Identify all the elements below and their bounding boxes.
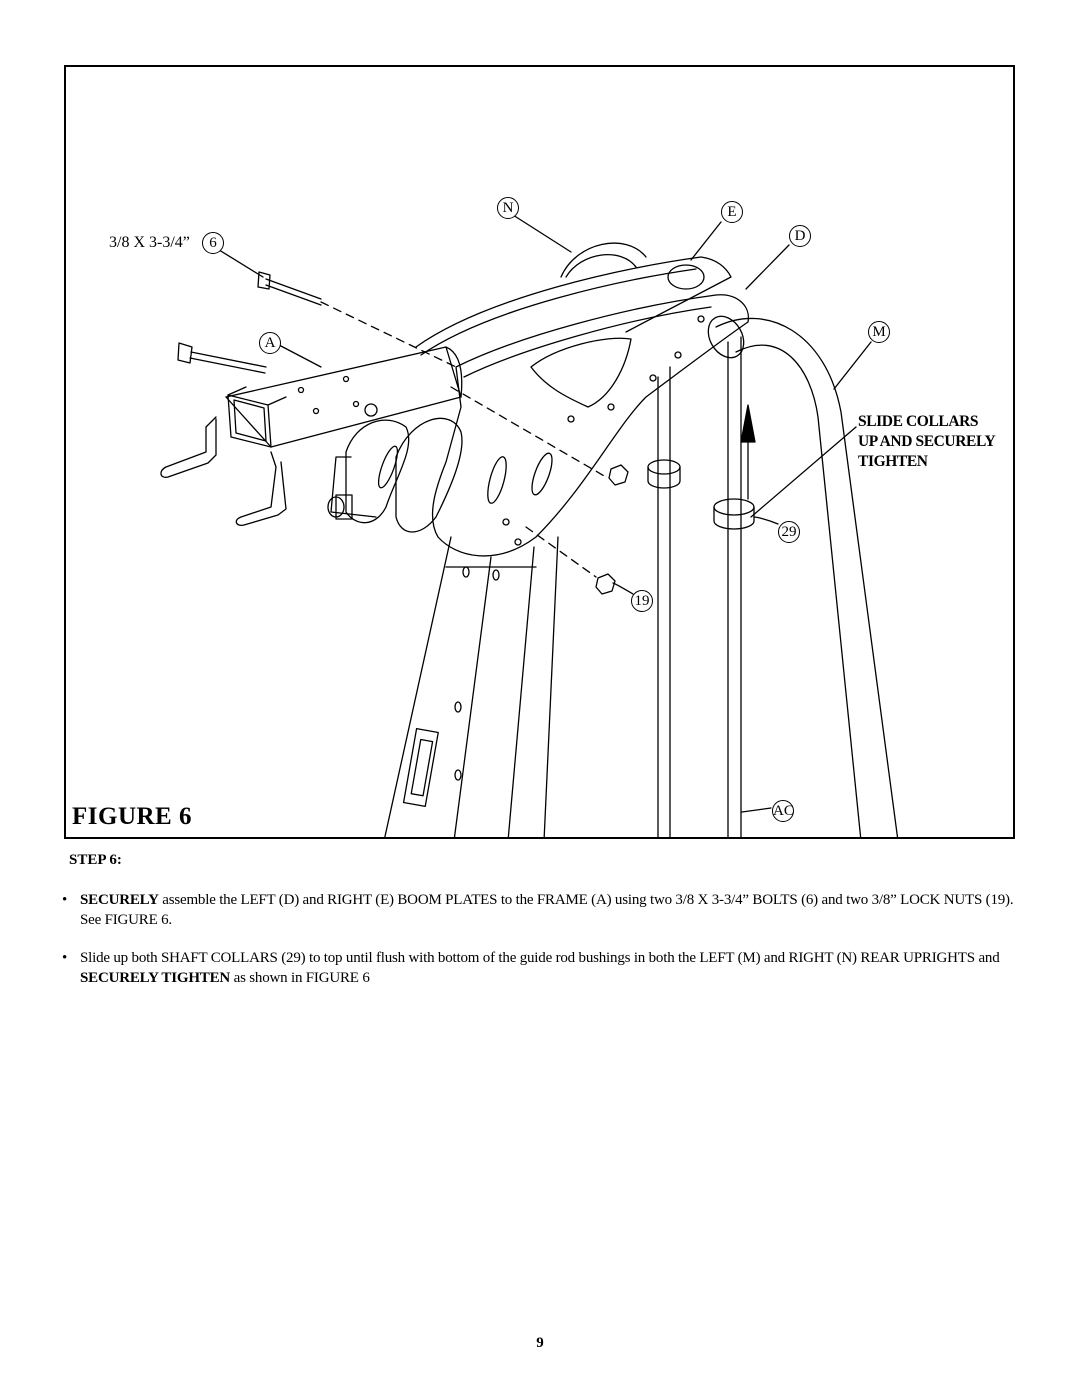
- knob: [327, 494, 353, 520]
- step-heading: STEP 6:: [69, 852, 122, 868]
- callout-19: 19: [631, 590, 653, 612]
- callout-29: 29: [778, 521, 800, 543]
- instruction-text: SECURELY assemble the LEFT (D) and RIGHT…: [80, 890, 1022, 930]
- shaft-collar-29: [713, 498, 755, 530]
- assembly-drawing: [160, 214, 899, 837]
- frame-legs: [384, 536, 559, 837]
- handle-hooks: [160, 416, 287, 526]
- bolt-upper: [257, 271, 322, 306]
- callout-n: N: [497, 197, 519, 219]
- side-plates: [330, 417, 463, 533]
- bolt-lower: [177, 342, 267, 374]
- body-text: as shown in FIGURE 6: [230, 970, 370, 986]
- boom-plate-e: [415, 256, 732, 356]
- note-line: UP AND SECURELY: [858, 433, 996, 450]
- note-line: SLIDE COLLARS: [858, 413, 979, 430]
- figure-caption: FIGURE 6: [72, 803, 192, 830]
- dashed-guides: [320, 301, 607, 578]
- rear-upright-m: [707, 315, 899, 837]
- shaft-collar-upper: [647, 459, 681, 489]
- lock-nut-upper: [608, 464, 629, 486]
- receiver-tube: [227, 386, 287, 448]
- leader-lines: [210, 214, 872, 813]
- emphasis: SECURELY: [80, 892, 159, 908]
- callout-m: M: [868, 321, 890, 343]
- guide-rods: [657, 336, 742, 837]
- callout-6: 6: [202, 232, 224, 254]
- body-text: assemble the LEFT (D) and RIGHT (E) BOOM…: [80, 892, 1014, 928]
- note-line: TIGHTEN: [858, 453, 928, 470]
- boom-plate-d: [431, 294, 749, 557]
- body-text: Slide up both SHAFT COLLARS (29) to top …: [80, 950, 1000, 966]
- frame-arm-a: [225, 346, 463, 448]
- callout-ac: AC: [772, 800, 794, 822]
- slide-up-arrow: [740, 404, 756, 500]
- callout-d: D: [789, 225, 811, 247]
- figure-frame: 3/8 X 3-3/4” 6 A N E D M 29 19 AC SLIDE …: [64, 65, 1015, 839]
- bullet-dot: •: [62, 892, 68, 908]
- page-number: 9: [536, 1335, 544, 1351]
- pulley-wheel: [560, 242, 647, 278]
- instruction-note: SLIDE COLLARS UP AND SECURELY TIGHTEN: [858, 412, 996, 472]
- instruction-text: Slide up both SHAFT COLLARS (29) to top …: [80, 948, 1022, 988]
- lock-nut-19: [595, 573, 616, 595]
- bullet-dot: •: [62, 950, 68, 966]
- bolt-spec-label: 3/8 X 3-3/4”: [109, 234, 190, 251]
- callout-a: A: [259, 332, 281, 354]
- callout-e: E: [721, 201, 743, 223]
- emphasis: SECURELY TIGHTEN: [80, 970, 231, 986]
